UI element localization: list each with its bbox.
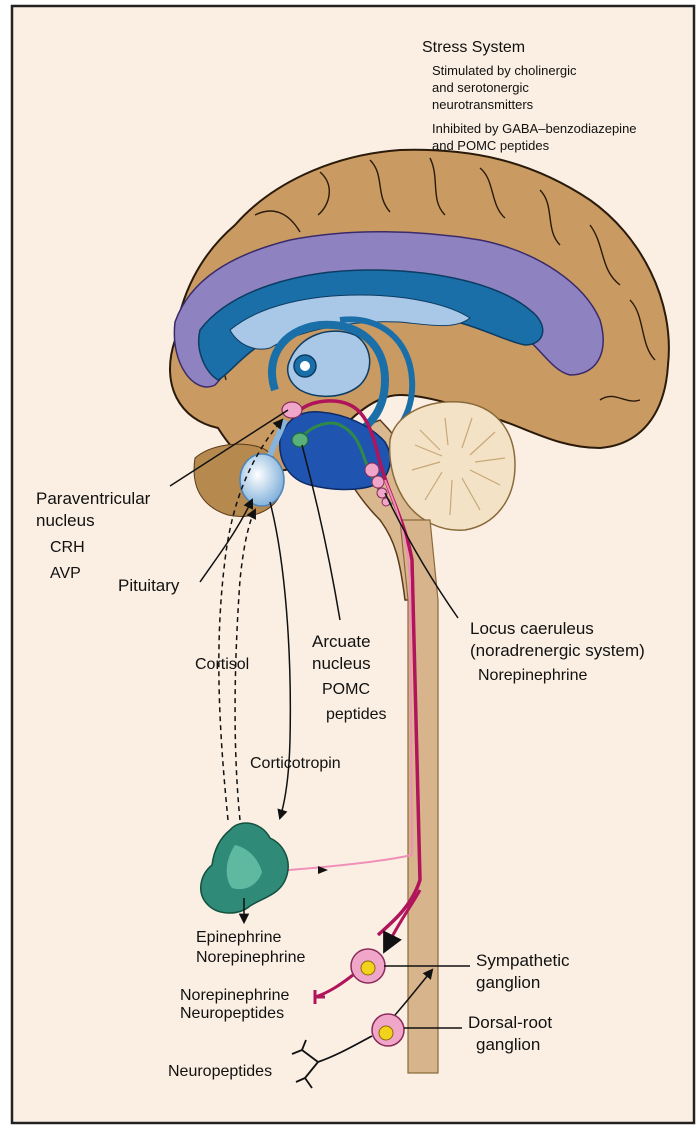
neuropeptides-sensory-label: Neuropeptides	[168, 1063, 272, 1080]
stress-system-title: Stress System	[422, 39, 525, 56]
locus-label-1: Locus caeruleus	[470, 619, 594, 638]
norepinephrine-adrenal-label: Norepinephrine	[196, 949, 306, 966]
stimulated-line-1: Stimulated by cholinergic	[432, 63, 577, 78]
paraventricular-label-1: Paraventricular	[36, 489, 151, 508]
fornix-ring-inner	[300, 361, 310, 371]
sympathetic-label-1: Sympathetic	[476, 951, 570, 970]
pituitary-gland	[240, 454, 284, 506]
avp-label: AVP	[50, 565, 81, 582]
corticotropin-label: Corticotropin	[250, 755, 341, 772]
arcuate-label-3: POMC	[322, 681, 370, 698]
inhibited-line-1: Inhibited by GABA–benzodiazepine	[432, 121, 637, 136]
crh-label: CRH	[50, 539, 85, 556]
arcuate-label-4: peptides	[326, 706, 387, 723]
neuropeptides-peripheral-label: Neuropeptides	[180, 1005, 284, 1022]
arcuate-label-1: Arcuate	[312, 632, 371, 651]
locus-label-2: (noradrenergic system)	[470, 641, 645, 660]
dorsal-root-ganglion-core	[379, 1026, 393, 1040]
cortisol-label: Cortisol	[195, 656, 249, 673]
dorsal-label-1: Dorsal-root	[468, 1013, 552, 1032]
sympathetic-ganglion-core	[361, 961, 375, 975]
pituitary-label: Pituitary	[118, 576, 180, 595]
stimulated-line-3: neurotransmitters	[432, 97, 534, 112]
stimulated-line-2: and serotonergic	[432, 80, 529, 95]
inhibited-line-2: and POMC peptides	[432, 138, 550, 153]
sympathetic-label-2: ganglion	[476, 973, 540, 992]
arcuate-label-2: nucleus	[312, 654, 371, 673]
paraventricular-nucleus	[282, 402, 302, 418]
locus-label-3: Norepinephrine	[478, 667, 588, 684]
norepinephrine-peripheral-label: Norepinephrine	[180, 987, 290, 1004]
dorsal-label-2: ganglion	[476, 1035, 540, 1054]
paraventricular-label-2: nucleus	[36, 511, 95, 530]
arcuate-nucleus-marker	[292, 433, 308, 447]
epinephrine-label: Epinephrine	[196, 929, 282, 946]
